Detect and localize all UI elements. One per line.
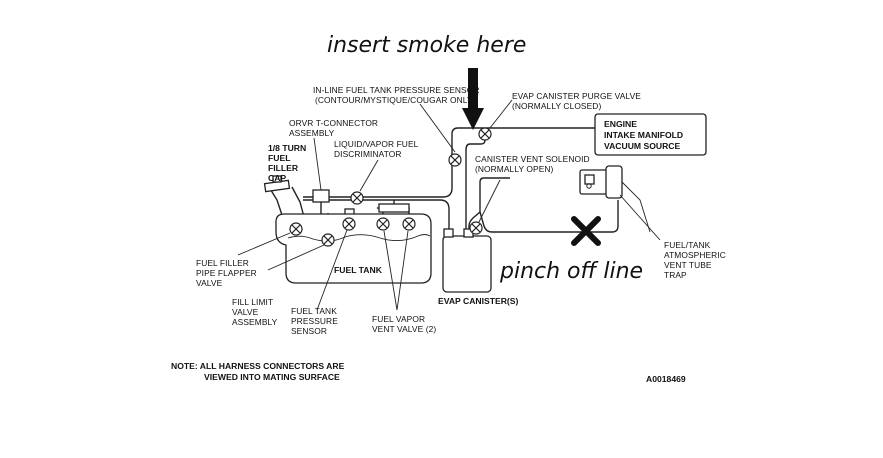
filler-valve-label-1: FUEL FILLER — [196, 258, 249, 268]
component-labels: IN-LINE FUEL TANK PRESSURE SENSOR (CONTO… — [171, 85, 726, 384]
fuel-filler-cap — [263, 175, 291, 193]
vent-tube-trap — [579, 165, 651, 233]
filler-valve-label-3: VALVE — [196, 278, 223, 288]
trap-label-2: ATMOSPHERIC — [664, 250, 726, 260]
pinch-x-icon — [571, 216, 601, 246]
discriminator-label-2: DISCRIMINATOR — [334, 149, 402, 159]
filler-valve-label-2: PIPE FLAPPER — [196, 268, 257, 278]
engine-vacuum-box: ENGINE INTAKE MANIFOLD VACUUM SOURCE — [594, 113, 707, 156]
cap-label-4: CAP — [268, 173, 286, 183]
engine-label-1: ENGINE — [604, 119, 637, 129]
fill-limit-label-2: VALVE — [232, 307, 259, 317]
vapor-vent-label-1: FUEL VAPOR — [372, 314, 425, 324]
inline-sensor-label-2: (CONTOUR/MYSTIQUE/COUGAR ONLY) — [315, 95, 476, 105]
fill-limit-label-3: ASSEMBLY — [232, 317, 278, 327]
tank-sensor-label-3: SENSOR — [291, 326, 327, 336]
vent-solenoid-icon — [469, 221, 483, 235]
engine-label-2: INTAKE MANIFOLD — [604, 130, 683, 140]
filler-flapper-valve-icon — [289, 222, 303, 236]
pinch-off-annotation: pinch off line — [499, 259, 643, 284]
leader-lines — [237, 99, 661, 311]
trap-label-4: TRAP — [664, 270, 687, 280]
inline-pressure-sensor-icon — [448, 153, 462, 167]
note-line-1: NOTE: ALL HARNESS CONNECTORS ARE — [171, 361, 345, 371]
engine-label-3: VACUUM SOURCE — [604, 141, 680, 151]
figure-id: A0018469 — [646, 374, 686, 384]
purge-valve-label-2: (NORMALLY CLOSED) — [512, 101, 601, 111]
liquid-vapor-discriminator-icon — [350, 191, 364, 205]
fuel-tank: FUEL TANK — [275, 213, 432, 284]
orvr-label-1: ORVR T-CONNECTOR — [289, 118, 378, 128]
evap-canister: EVAP CANISTER(S) — [438, 228, 519, 306]
inline-sensor-label-1: IN-LINE FUEL TANK PRESSURE SENSOR — [313, 85, 480, 95]
trap-label-1: FUEL/TANK — [664, 240, 711, 250]
cap-label-1: 1/8 TURN — [268, 143, 306, 153]
cap-label-3: FILLER — [268, 163, 299, 173]
orvr-label-2: ASSEMBLY — [289, 128, 335, 138]
purge-valve-label-1: EVAP CANISTER PURGE VALVE — [512, 91, 641, 101]
vapor-vent-label-2: VENT VALVE (2) — [372, 324, 436, 334]
insert-smoke-annotation: insert smoke here — [327, 33, 526, 58]
vapor-vent-valve-2-icon — [402, 217, 416, 231]
vapor-vent-valve-1-icon — [376, 217, 390, 231]
note-line-2: VIEWED INTO MATING SURFACE — [204, 372, 340, 382]
tank-sensor-label-1: FUEL TANK — [291, 306, 337, 316]
tank-sensor-label-2: PRESSURE — [291, 316, 338, 326]
evap-canister-label: EVAP CANISTER(S) — [438, 296, 519, 306]
user-annotations: insert smoke here pinch off line — [327, 33, 643, 284]
fill-limit-label-1: FILL LIMIT — [232, 297, 273, 307]
purge-valve-icon — [478, 127, 492, 141]
vent-solenoid-label-2: (NORMALLY OPEN) — [475, 164, 554, 174]
fuel-tank-label: FUEL TANK — [334, 265, 383, 275]
discriminator-label-1: LIQUID/VAPOR FUEL — [334, 139, 419, 149]
tank-pressure-sensor-icon — [342, 217, 356, 231]
vent-solenoid-label-1: CANISTER VENT SOLENOID — [475, 154, 590, 164]
trap-label-3: VENT TUBE — [664, 260, 712, 270]
down-arrow-icon — [462, 68, 484, 130]
fill-limit-valve-icon — [321, 233, 335, 247]
cap-label-2: FUEL — [268, 153, 290, 163]
